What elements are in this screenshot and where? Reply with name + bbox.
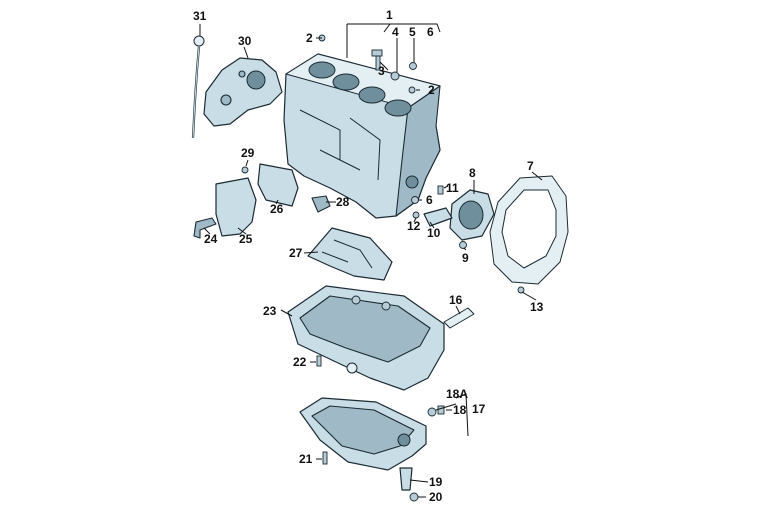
callout-30: 30 bbox=[238, 34, 252, 48]
dipstick-part bbox=[191, 35, 205, 139]
lower-oil-pan-part bbox=[299, 397, 445, 471]
callout-24: 24 bbox=[204, 232, 218, 246]
callout-5: 5 bbox=[409, 25, 416, 39]
callout-19: 19 bbox=[429, 475, 443, 489]
side-brackets-part bbox=[193, 163, 331, 239]
callout-7: 7 bbox=[527, 159, 534, 173]
callout-3: 3 bbox=[378, 64, 385, 78]
callout-20: 20 bbox=[429, 490, 443, 504]
callout-13: 13 bbox=[530, 300, 544, 314]
callout-18: 18 bbox=[453, 403, 467, 417]
callout-4: 4 bbox=[392, 25, 399, 39]
callout-6-top: 6 bbox=[427, 25, 434, 39]
callout-11: 11 bbox=[446, 181, 459, 195]
oil-baffle-part bbox=[307, 227, 393, 281]
callout-9: 9 bbox=[462, 251, 469, 265]
callout-12: 12 bbox=[407, 219, 421, 233]
callout-6-lower: 6 bbox=[426, 193, 433, 207]
callout-2-right: 2 bbox=[428, 83, 435, 97]
callout-28: 28 bbox=[336, 195, 350, 209]
callout-26: 26 bbox=[270, 202, 284, 216]
callout-16: 16 bbox=[449, 293, 463, 307]
front-cover-part bbox=[203, 57, 283, 127]
upper-oil-pan-part bbox=[287, 285, 445, 391]
callout-25: 25 bbox=[239, 232, 253, 246]
drain-plug-part bbox=[399, 467, 419, 502]
callout-21: 21 bbox=[299, 452, 313, 466]
callout-29: 29 bbox=[241, 146, 255, 160]
callout-18a: 18A bbox=[446, 387, 468, 401]
callout-8: 8 bbox=[469, 166, 476, 180]
engine-block-part bbox=[283, 53, 441, 219]
callout-1: 1 bbox=[386, 8, 393, 22]
callout-27: 27 bbox=[289, 246, 303, 260]
callout-10: 10 bbox=[427, 226, 441, 240]
gasket-strip-part bbox=[443, 307, 475, 329]
callout-22: 22 bbox=[293, 355, 307, 369]
callout-17: 17 bbox=[472, 402, 486, 416]
small-fasteners-part bbox=[318, 34, 525, 294]
leader-lines bbox=[199, 23, 543, 498]
callout-23: 23 bbox=[263, 304, 277, 318]
callout-31: 31 bbox=[193, 9, 207, 23]
callout-labels: 1 2 2 3 4 5 6 6 7 8 9 10 11 12 13 16 17 … bbox=[193, 8, 544, 504]
intermediate-plate-part bbox=[489, 175, 569, 285]
seal-flange-part bbox=[449, 189, 495, 241]
callout-2-top: 2 bbox=[306, 31, 313, 45]
